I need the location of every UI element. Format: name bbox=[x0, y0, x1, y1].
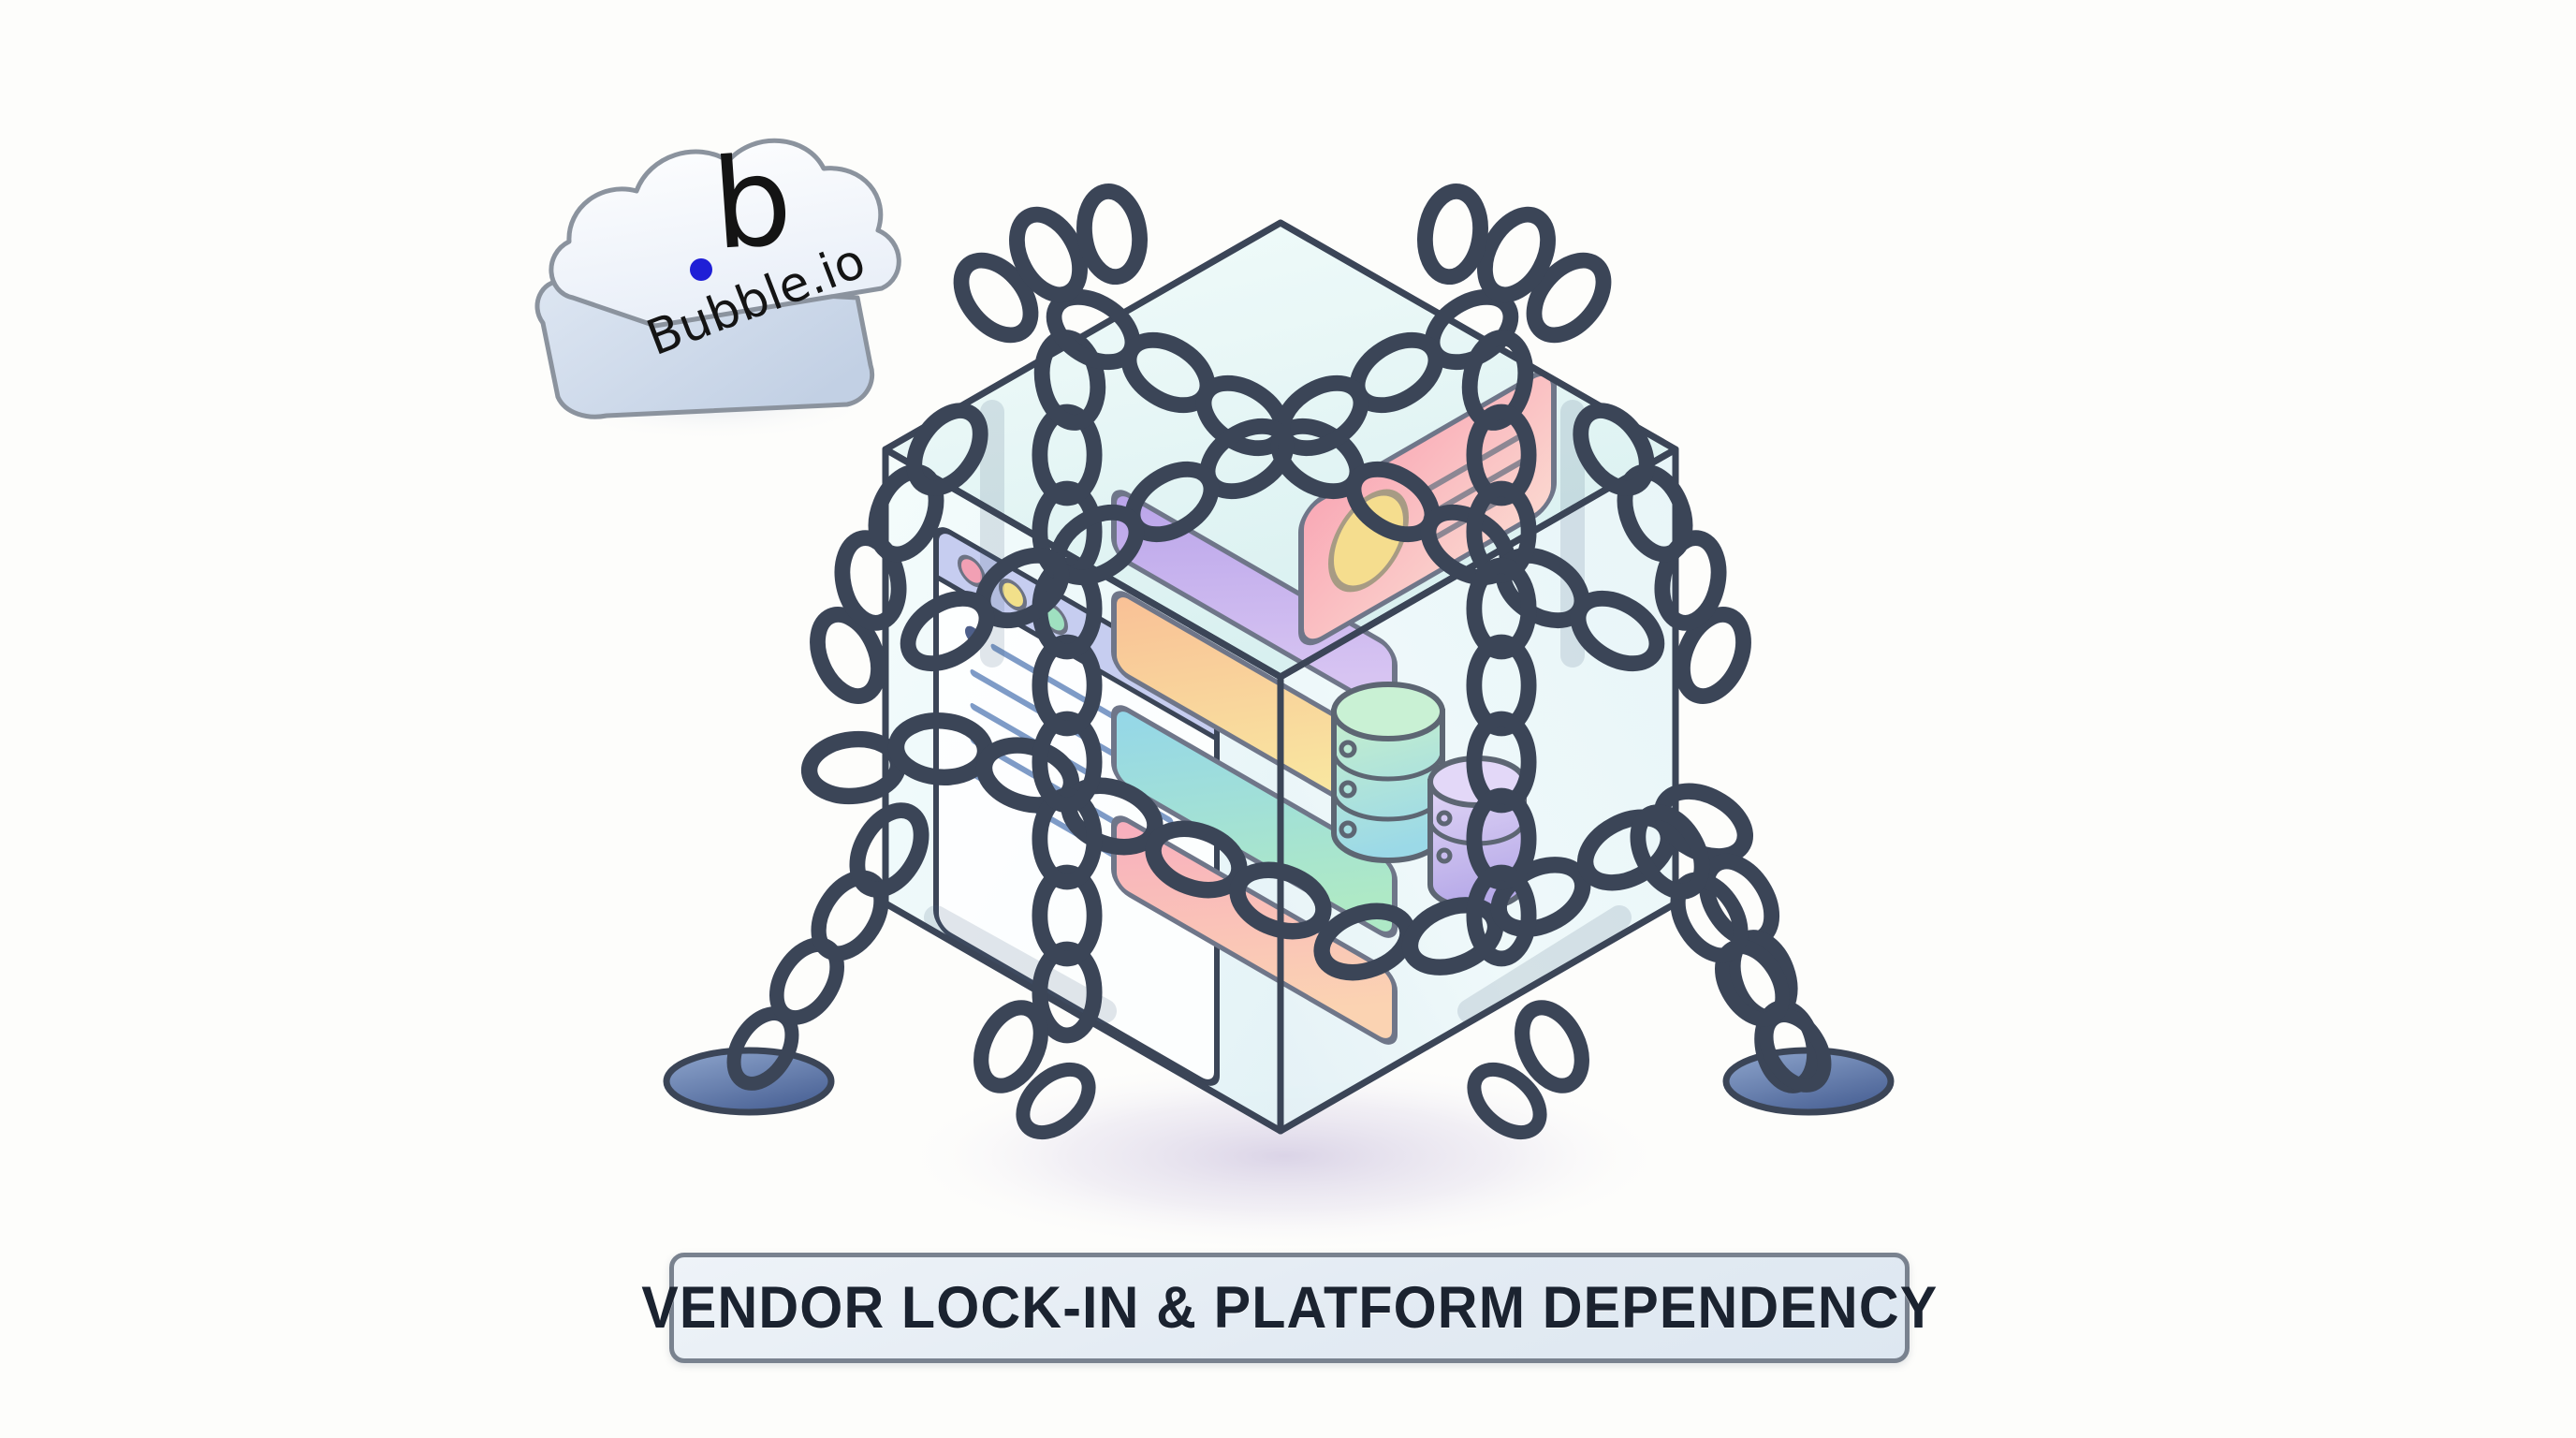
profile-avatar bbox=[1328, 489, 1409, 593]
db-green-led-3 bbox=[1339, 820, 1357, 839]
db-green-led-2 bbox=[1339, 780, 1357, 799]
database-cylinder-green bbox=[1331, 682, 1445, 863]
bubble-logo-letter: b bbox=[708, 128, 796, 277]
db-green-top bbox=[1331, 682, 1445, 741]
db-green-led-1 bbox=[1339, 740, 1357, 758]
db-purple-led-1 bbox=[1436, 810, 1453, 827]
bubble-cloud-badge: b Bubble.io bbox=[534, 128, 901, 442]
db-green-ring-1 bbox=[1331, 751, 1445, 782]
caption-label: VENDOR LOCK-IN & PLATFORM DEPENDENCY bbox=[640, 1275, 1939, 1341]
colored-bars-group bbox=[1111, 490, 1398, 1045]
dot-yellow bbox=[999, 578, 1027, 611]
bubble-logo-dot bbox=[690, 258, 712, 281]
db-purple-led-2 bbox=[1436, 847, 1453, 864]
cloud-top-face bbox=[549, 138, 901, 329]
bar-cyan bbox=[1111, 705, 1398, 938]
caption-box: VENDOR LOCK-IN & PLATFORM DEPENDENCY bbox=[641, 1253, 1937, 1363]
